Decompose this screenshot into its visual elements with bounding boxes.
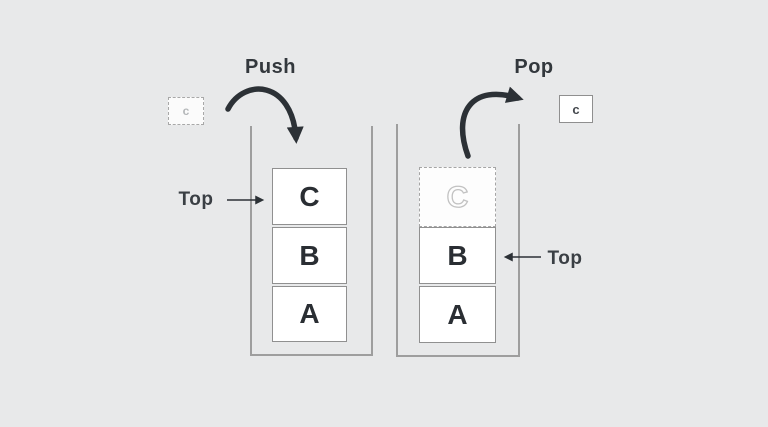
pop-popped-item-label: c [572,101,580,117]
pop-stack-item-b: B [419,227,496,284]
push-pending-item-label: c [182,104,190,118]
push-top-pointer-label: Top [178,189,214,210]
push-stack-item-c-label: C [299,180,320,212]
pop-ghost-item-box: C [419,167,496,227]
push-operation-label: Push [245,56,296,78]
pop-stack-item-a-label: A [447,298,468,330]
ghost-letter-outline: C [446,180,469,214]
pop-operation-label: Pop [514,56,554,78]
push-stack-item-b: B [272,227,347,284]
pop-popped-item-box: c [559,95,593,123]
push-stack-container [250,126,373,356]
push-stack-item-a-label: A [299,298,320,329]
pop-ghost-item-label: C [447,181,469,214]
pop-stack-container [396,124,520,357]
push-stack-item-c: C [272,168,347,225]
pop-top-pointer-label: Top [547,248,583,269]
pop-stack-item-a: A [419,286,496,343]
pop-stack-item-b-label: B [447,239,468,271]
push-stack-item-b-label: B [299,239,320,271]
push-stack-item-a: A [272,286,347,342]
push-pending-item-box: c [168,97,204,125]
